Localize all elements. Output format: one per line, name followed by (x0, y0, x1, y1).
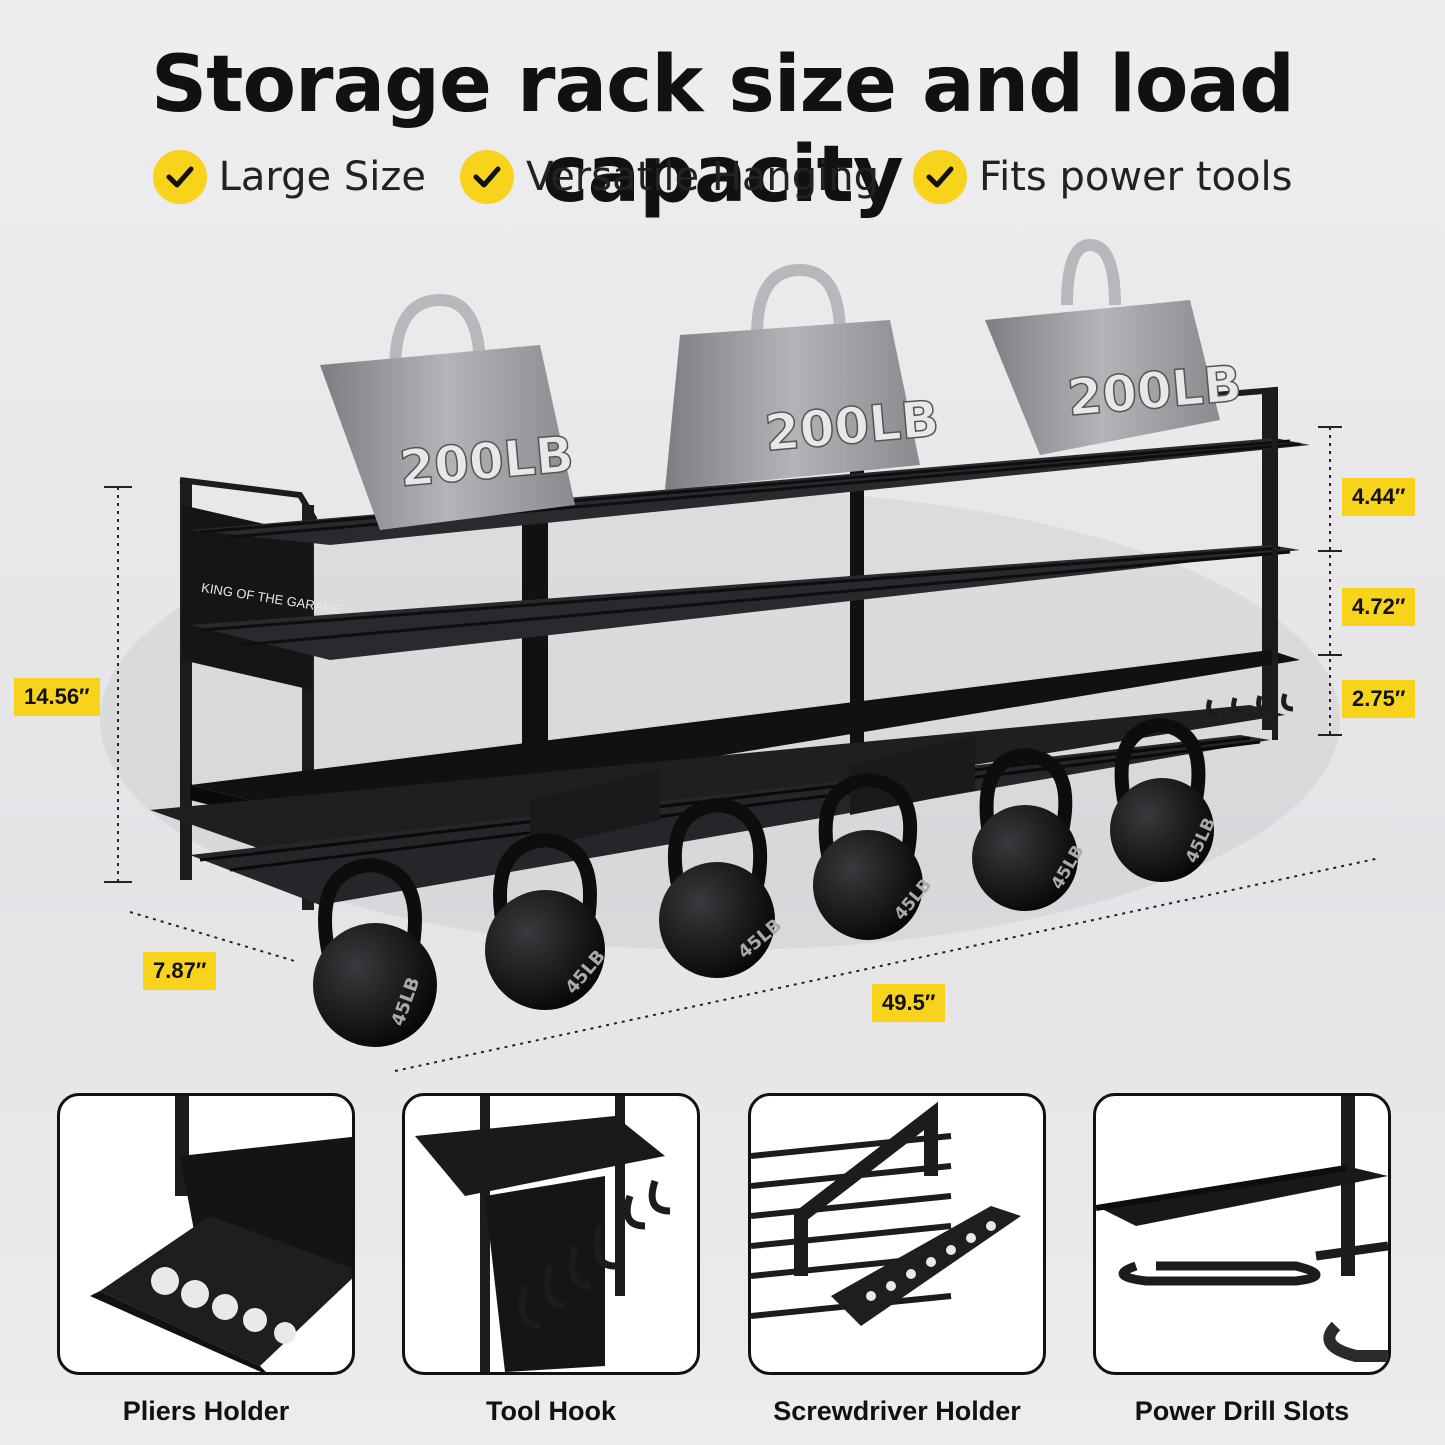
rack-illustration: KING OF THE GARAGE 200L (100, 238, 1381, 1072)
feature-label: Large Size (218, 154, 426, 200)
height-dimension: 14.56″ (14, 678, 100, 716)
feature-list: Large Size Versatile Hanging Fits power … (0, 150, 1445, 204)
screwdriver-holder-icon (751, 1101, 1021, 1326)
caption-power-drill-slots: Power Drill Slots (1134, 1396, 1350, 1426)
caption-tool-hook: Tool Hook (486, 1396, 616, 1426)
check-icon (913, 150, 968, 204)
detail-panel-drill (1093, 1093, 1391, 1375)
feature-label: Fits power tools (979, 154, 1293, 200)
feature-label: Versatile Hanging (525, 154, 880, 200)
shelf3-dimension: 2.75″ (1342, 680, 1416, 718)
detail-panel-screwdriver (748, 1093, 1046, 1375)
weight-3: 200LB (985, 238, 1245, 455)
feature-fits-power-tools: Fits power tools (913, 150, 1292, 204)
weight-1: 200LB (320, 293, 577, 530)
feature-large-size: Large Size (152, 150, 426, 204)
pliers-holder-icon (90, 1096, 352, 1372)
caption-screwdriver-holder: Screwdriver Holder (773, 1396, 1021, 1426)
feature-versatile-hanging: Versatile Hanging (459, 150, 880, 204)
check-icon (459, 150, 514, 204)
kettlebell-1: 45LB (313, 857, 437, 1047)
weight-2: 200LB (665, 263, 942, 490)
kettlebell-4: 45LB (813, 772, 936, 940)
kettlebell-2: 45LB (485, 832, 610, 1010)
kettlebell-6: 45LB (1110, 717, 1220, 882)
caption-pliers-holder: Pliers Holder (122, 1396, 290, 1426)
page-title: Storage rack size and load capacity (151, 40, 1295, 220)
side-hooks (1206, 693, 1294, 718)
check-icon (152, 150, 207, 204)
detail-panel-pliers (57, 1093, 355, 1375)
dimension-lines (117, 427, 1381, 1072)
detail-panel-tool-hook (402, 1093, 700, 1375)
width-dimension: 49.5″ (872, 984, 946, 1022)
power-drill-slots-icon (1096, 1096, 1388, 1362)
shelf2-dimension: 4.72″ (1342, 588, 1416, 626)
shelf1-dimension: 4.44″ (1342, 478, 1416, 516)
tool-hook-icon (415, 1096, 671, 1372)
depth-dimension: 7.87″ (143, 952, 217, 990)
